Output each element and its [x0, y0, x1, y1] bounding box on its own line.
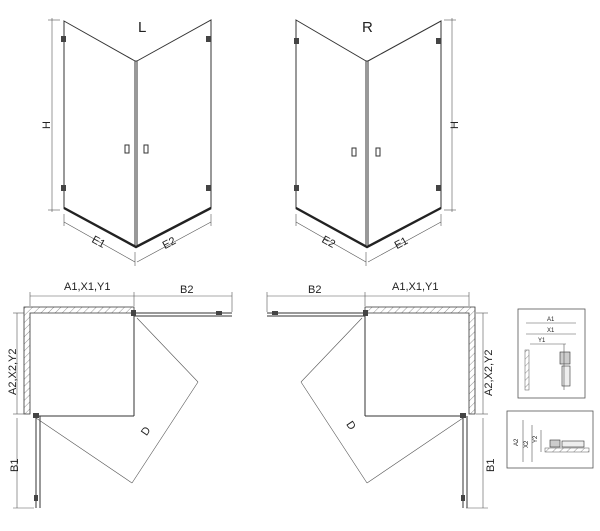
dim-label-a1: A1,X1,Y1 — [392, 281, 438, 293]
height-label-r: H — [449, 121, 461, 129]
hinge-icon — [206, 185, 211, 191]
dim-label-a2: A2,X2,Y2 — [483, 350, 495, 396]
width-label-e2-r: E2 — [320, 234, 338, 251]
handle-icon — [375, 147, 381, 157]
variant-label-l: L — [138, 19, 146, 36]
handle-icon — [143, 144, 149, 154]
glass-panel-left — [63, 20, 136, 247]
plan-view-left: D A1,X1,Y1 B2 A2,X2,Y2 B1 — [7, 281, 233, 509]
width-label-e1-r: E1 — [393, 235, 411, 252]
plan-view-right: D B2 A1,X1,Y1 A2,X2,Y2 B1 — [266, 281, 497, 509]
hinge-icon — [206, 36, 211, 42]
dim-label-b2: B2 — [308, 284, 321, 296]
diag-label-l: D — [139, 425, 153, 438]
detail-label-x2: X2 — [524, 440, 530, 448]
variant-label-r: R — [362, 19, 373, 36]
dim-label-b1: B1 — [485, 459, 497, 472]
glass-panel-left — [295, 19, 367, 247]
detail-box-bottom: A2 X2 Y2 — [506, 410, 594, 469]
dim-label-a1: A1,X1,Y1 — [64, 281, 110, 293]
base-profile — [63, 206, 212, 249]
detail-box-top: A1 X1 Y1 — [517, 308, 586, 399]
detail-label-a2: A2 — [514, 438, 520, 446]
hinge-icon — [294, 38, 299, 44]
dim-label-b2: B2 — [180, 284, 193, 296]
profile-icon — [549, 439, 561, 448]
hinge-icon — [61, 36, 66, 42]
hinge-icon — [436, 185, 441, 191]
wall-hatch — [23, 306, 135, 415]
dim-label-b1: B1 — [9, 459, 21, 472]
wall-hatch — [364, 306, 476, 415]
dim-label-a2: A2,X2,Y2 — [7, 349, 19, 395]
detail-label-a1: A1 — [547, 317, 555, 323]
glass-panel-right — [367, 20, 442, 247]
detail-label-x1: X1 — [547, 328, 555, 334]
enclosure-view-l: L H E1 E2 — [41, 18, 212, 266]
detail-label-y1: Y1 — [538, 338, 546, 344]
profile-icon — [559, 351, 571, 365]
width-label-e1-l: E1 — [90, 234, 108, 251]
handle-icon — [124, 144, 130, 154]
detail-label-y2: Y2 — [533, 435, 539, 443]
diag-label-r: D — [343, 419, 357, 432]
width-label-e2-l: E2 — [161, 235, 179, 252]
glass-panel-right — [136, 19, 212, 247]
base-profile — [295, 206, 442, 249]
handle-icon — [351, 147, 357, 157]
enclosure-view-r: R H E2 E1 — [294, 18, 461, 266]
height-label-l: H — [41, 121, 53, 129]
hinge-icon — [436, 38, 441, 44]
hinge-icon — [61, 185, 66, 191]
hinge-icon — [294, 185, 299, 191]
